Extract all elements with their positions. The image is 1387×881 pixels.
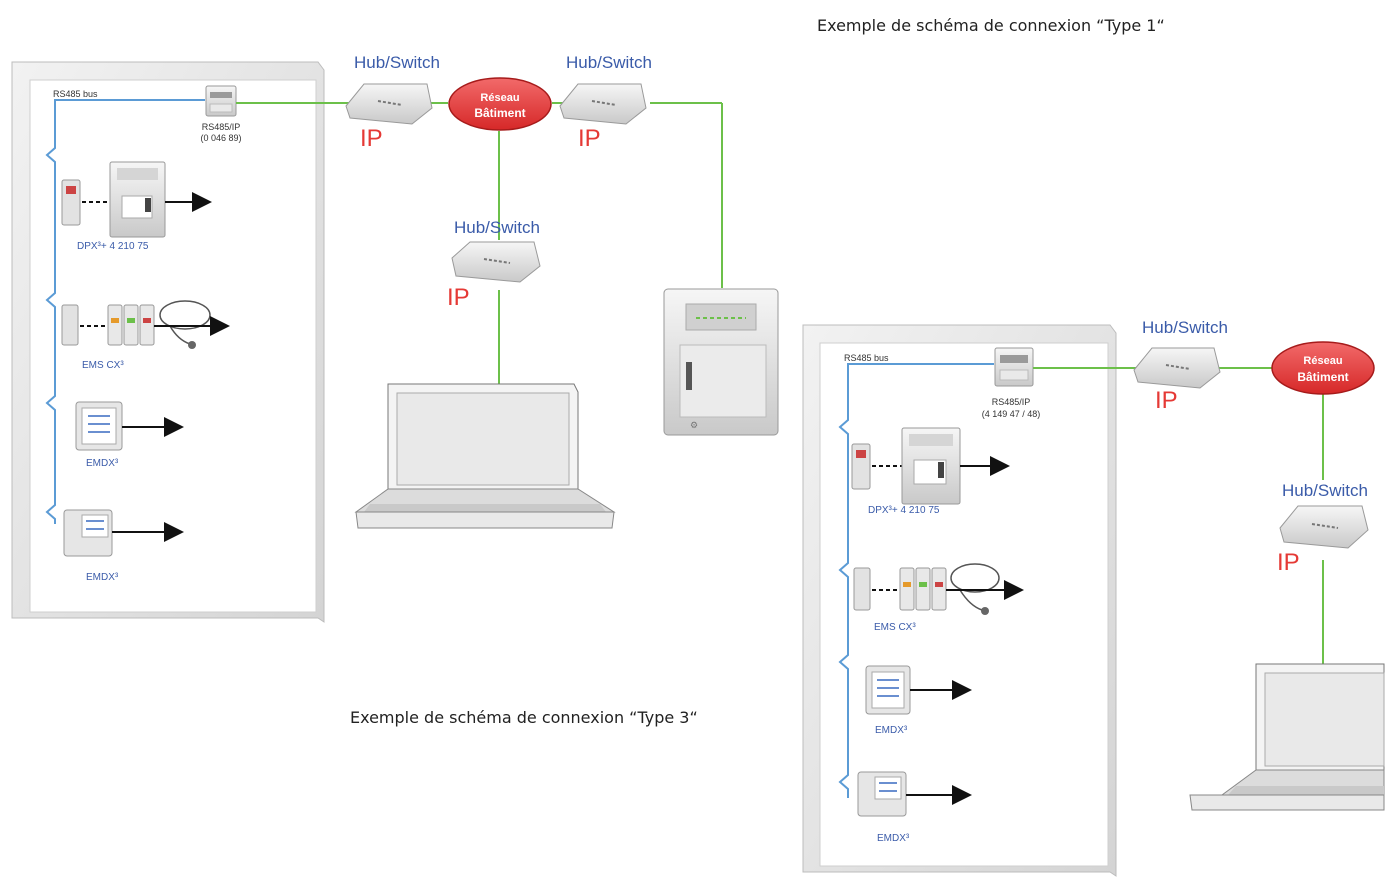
right-rs485-ip-gateway [994, 347, 1034, 387]
left-emdx-meter-2 [63, 509, 184, 557]
right-bus-label: RS485 bus [844, 353, 889, 363]
right-gateway-name: RS485/IP [992, 397, 1031, 407]
hub2-ip: IP [578, 125, 601, 152]
hub3-label: Hub/Switch [454, 218, 540, 237]
network-badge-type1 [448, 77, 552, 131]
hub1-switch [345, 83, 433, 125]
hub5-ip: IP [1277, 549, 1300, 576]
left-emdx-label-2: EMDX³ [86, 572, 119, 583]
hub3-ip: IP [447, 284, 470, 311]
left-dpx-label: DPX³+ 4 210 75 [77, 241, 149, 252]
right-gateway-ref: (4 149 47 / 48) [982, 409, 1041, 419]
right-ems-module [853, 563, 1024, 615]
right-emdx-meter-1 [865, 665, 972, 715]
hub5-label: Hub/Switch [1282, 481, 1368, 500]
caption-type1: Exemple de schéma de connexion “Type 1“ [817, 16, 1165, 35]
network-badge-type3 [1271, 341, 1375, 395]
hub4-label: Hub/Switch [1142, 318, 1228, 337]
left-gateway-name: RS485/IP [202, 122, 241, 132]
network-badge-type1-line2: Bâtiment [474, 106, 525, 120]
left-cabinet [11, 61, 325, 623]
left-emdx-meter-1 [75, 401, 184, 451]
caption-type3: Exemple de schéma de connexion “Type 3“ [350, 708, 698, 727]
type3-network-lines [1033, 367, 1324, 666]
hub4-switch [1133, 347, 1221, 389]
type1-network-lines [236, 102, 723, 392]
left-ems-module [61, 300, 230, 349]
laptop-type3 [1189, 663, 1385, 811]
svg-text:⚙: ⚙ [690, 420, 698, 430]
left-ems-label: EMS CX³ [82, 360, 124, 371]
right-rs485-bus-line [838, 363, 994, 798]
left-rs485-ip-gateway [205, 85, 237, 117]
left-bus-label: RS485 bus [53, 89, 98, 99]
hub5-switch [1279, 505, 1369, 549]
hub2-label: Hub/Switch [566, 53, 652, 72]
hub4-ip: IP [1155, 387, 1178, 414]
right-emdx-label-1: EMDX³ [875, 725, 908, 736]
ip-module-device: ⚙ [663, 288, 779, 436]
left-rs485-bus-line [45, 99, 205, 524]
laptop-type1 [354, 383, 616, 529]
hub2-switch [559, 83, 647, 125]
left-gateway-ref: (0 046 89) [200, 133, 241, 143]
right-emdx-meter-2 [857, 771, 972, 817]
left-emdx-label-1: EMDX³ [86, 458, 119, 469]
network-badge-type3-line2: Bâtiment [1297, 370, 1348, 384]
hub1-label: Hub/Switch [354, 53, 440, 72]
right-dpx-label: DPX³+ 4 210 75 [868, 505, 940, 516]
right-ems-label: EMS CX³ [874, 622, 916, 633]
left-dpx-breaker [61, 161, 212, 238]
right-emdx-label-2: EMDX³ [877, 833, 910, 844]
hub3-switch [451, 241, 541, 283]
right-dpx-breaker [851, 427, 1010, 505]
network-badge-type3-line1: Réseau [1303, 355, 1342, 367]
right-cabinet [802, 324, 1117, 877]
network-badge-type1-line1: Réseau [480, 92, 519, 104]
hub1-ip: IP [360, 125, 383, 152]
